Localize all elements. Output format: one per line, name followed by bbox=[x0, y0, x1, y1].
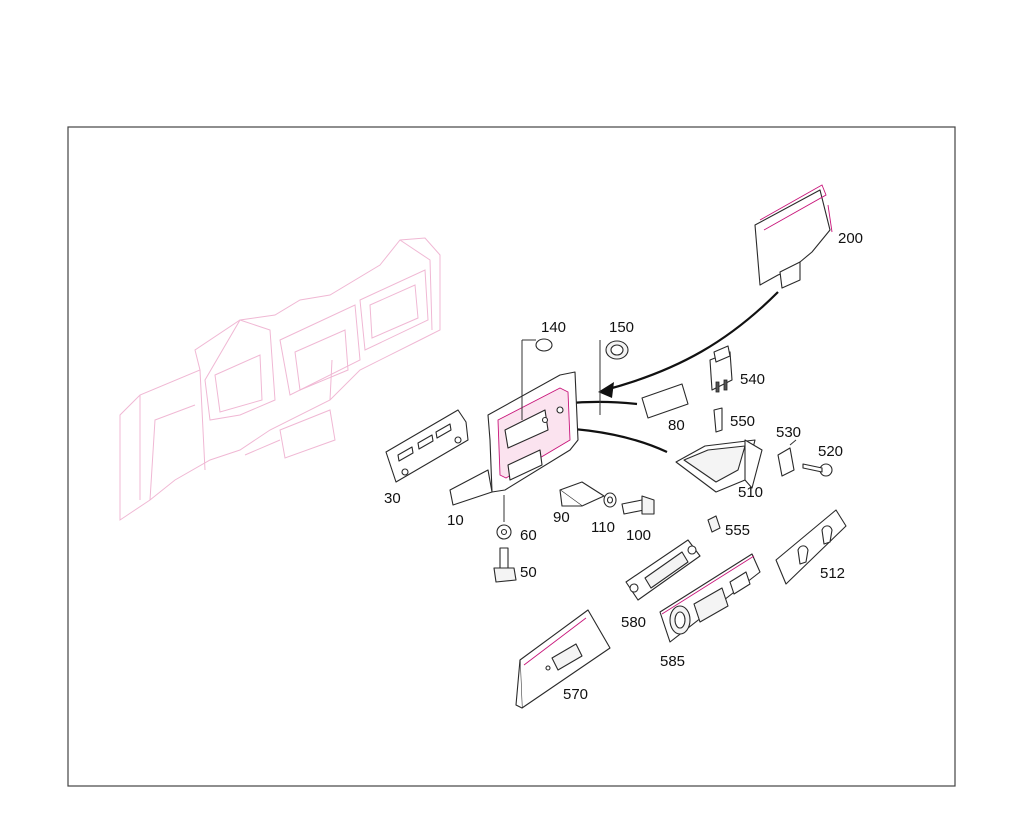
part-110-washer bbox=[603, 492, 617, 508]
dashboard-ghost-outline bbox=[119, 237, 441, 521]
callout-510: 510 bbox=[738, 484, 763, 501]
part-550-pin bbox=[713, 407, 723, 433]
callout-90: 90 bbox=[553, 509, 570, 526]
part-580-switch-panel bbox=[625, 539, 701, 601]
callout-570: 570 bbox=[563, 686, 588, 703]
callout-110: 110 bbox=[591, 519, 615, 536]
part-510-tray bbox=[675, 439, 763, 493]
callout-80: 80 bbox=[668, 417, 685, 434]
part-200-cover-panel bbox=[754, 184, 833, 289]
callout-512: 512 bbox=[820, 565, 845, 582]
diagram-frame bbox=[67, 126, 956, 787]
callout-30: 30 bbox=[384, 490, 401, 507]
callout-540: 540 bbox=[740, 371, 765, 388]
callout-50: 50 bbox=[520, 564, 537, 581]
callout-100: 100 bbox=[626, 527, 651, 544]
callout-60: 60 bbox=[520, 527, 537, 544]
part-60-star-washer bbox=[496, 495, 512, 540]
part-512-plate bbox=[775, 509, 847, 585]
callout-530: 530 bbox=[776, 424, 801, 441]
part-150-grommet bbox=[599, 340, 629, 415]
callout-200: 200 bbox=[838, 230, 863, 247]
part-140-plug bbox=[521, 338, 553, 420]
part-570-ashtray-housing bbox=[515, 609, 611, 709]
callout-520: 520 bbox=[818, 443, 843, 460]
callout-585: 585 bbox=[660, 653, 685, 670]
part-90-bracket bbox=[559, 481, 605, 507]
callout-140: 140 bbox=[541, 319, 566, 336]
part-540-relay bbox=[709, 345, 733, 393]
part-530-clip bbox=[777, 439, 797, 477]
part-10-console-housing bbox=[449, 371, 579, 506]
callout-580: 580 bbox=[621, 614, 646, 631]
part-520-screw bbox=[802, 463, 833, 477]
part-555-plug bbox=[707, 515, 721, 533]
callout-550: 550 bbox=[730, 413, 755, 430]
part-100-bolt bbox=[621, 495, 655, 515]
callout-555: 555 bbox=[725, 522, 750, 539]
part-50-bolt bbox=[493, 547, 517, 583]
callout-150: 150 bbox=[609, 319, 634, 336]
part-585-panel-insert bbox=[659, 553, 761, 643]
part-80-label-plate bbox=[641, 383, 689, 419]
part-30-bracket bbox=[385, 409, 469, 483]
callout-10: 10 bbox=[447, 512, 464, 529]
